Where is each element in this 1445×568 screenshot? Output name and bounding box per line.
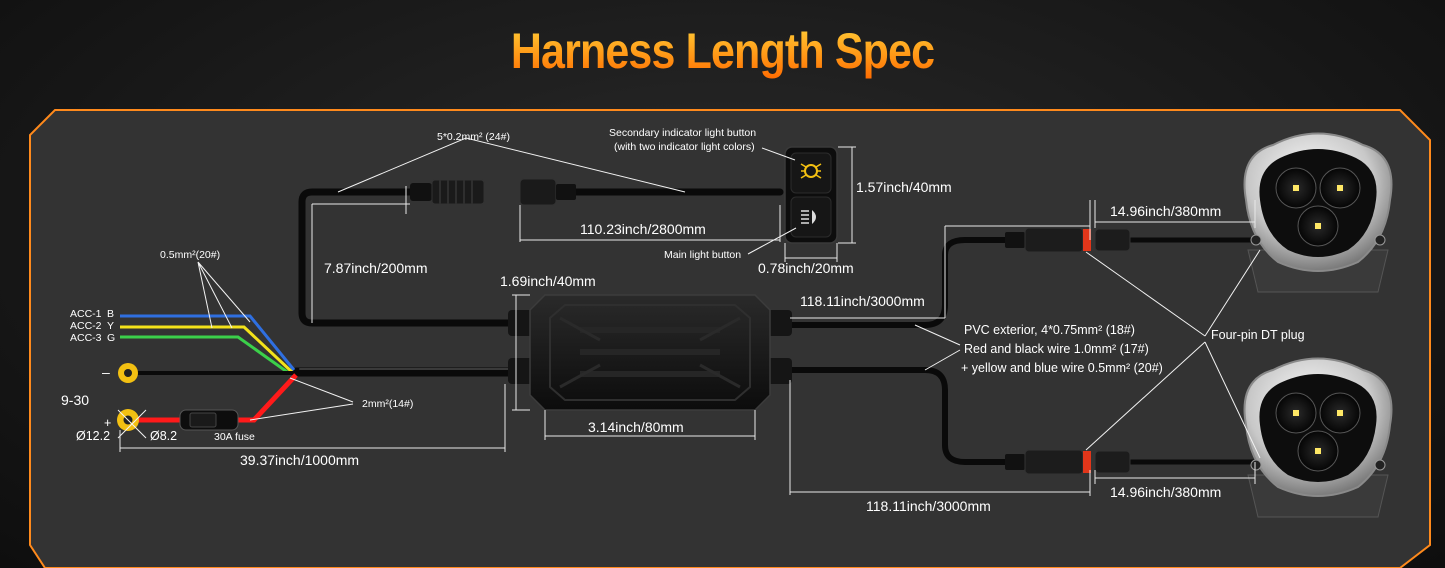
ring-big-label: Ø12.2 [76, 429, 110, 443]
dim-main-cable: 39.37inch/1000mm [240, 452, 359, 468]
acc2-label: ACC-2 [70, 320, 102, 332]
dim-branch: 7.87inch/200mm [324, 260, 428, 276]
acc3-label: ACC-3 [70, 332, 102, 344]
bottom-dt-plug [1005, 449, 1131, 475]
dim-switch-cable: 110.23inch/2800mm [580, 221, 706, 237]
dim-pigtail-top: 14.96inch/380mm [1110, 203, 1221, 219]
dim-box-height: 1.69inch/40mm [500, 273, 596, 289]
positive-red-wire [138, 373, 298, 423]
acc2-yellow-wire [120, 325, 294, 374]
top-dt-plug [1005, 227, 1131, 253]
secondary-button-sublabel: (with two indicator light colors) [614, 141, 755, 153]
control-box [508, 294, 792, 411]
acc-wire-spec-label: 0.5mm²(20#) [160, 249, 220, 261]
ring-small-label: Ø8.2 [150, 429, 177, 443]
pointer-lines [197, 137, 1261, 459]
page-title: Harness Length Spec [101, 22, 1344, 80]
acc3-green-wire [120, 335, 291, 376]
acc1-blue-wire [120, 314, 296, 371]
dt-plug-label: Four-pin DT plug [1211, 328, 1305, 342]
dim-switch-width: 0.78inch/20mm [758, 260, 854, 276]
pvc-spec-line2: Red and black wire 1.0mm² (17#) [964, 342, 1149, 356]
dimension-lines [119, 146, 1256, 496]
secondary-light-icon [800, 163, 822, 179]
switch-branch-wire [298, 188, 524, 327]
dim-pigtail-bottom: 14.96inch/380mm [1110, 484, 1221, 500]
negative-ring-terminal [118, 363, 138, 383]
main-button-label: Main light button [664, 249, 741, 261]
bottom-led-lamp [1243, 357, 1393, 518]
fuse-label: 30A fuse [214, 431, 255, 443]
acc3-color-label: G [107, 332, 115, 344]
switch-connector-female [410, 179, 485, 205]
power-wire-spec-label: 2mm²(14#) [362, 398, 413, 410]
negative-label: – [102, 364, 110, 380]
wire-spec-24-label: 5*0.2mm² (24#) [437, 131, 510, 143]
acc2-color-label: Y [107, 320, 114, 332]
switch-connector-male [519, 178, 576, 206]
voltage-label: 9-30 [61, 392, 89, 408]
top-led-lamp [1243, 132, 1393, 293]
positive-ring-terminal [117, 409, 147, 439]
fuse-holder [179, 409, 239, 431]
pvc-spec-line3: + yellow and blue wire 0.5mm² (20#) [961, 361, 1163, 375]
dim-light-cable-bottom: 118.11inch/3000mm [866, 498, 991, 514]
dim-box-width: 3.14inch/80mm [588, 419, 684, 435]
bottom-lamp-cable [787, 367, 1008, 465]
acc1-label: ACC-1 [70, 308, 102, 320]
main-light-icon [801, 210, 816, 224]
rocker-switch [784, 146, 838, 244]
dim-light-cable-top: 118.11inch/3000mm [800, 293, 925, 309]
positive-label: + [104, 416, 111, 430]
acc1-color-label: B [107, 308, 114, 320]
dim-switch-height: 1.57inch/40mm [856, 179, 952, 195]
secondary-button-label: Secondary indicator light button [609, 127, 756, 139]
pvc-spec-line1: PVC exterior, 4*0.75mm² (18#) [964, 323, 1135, 337]
